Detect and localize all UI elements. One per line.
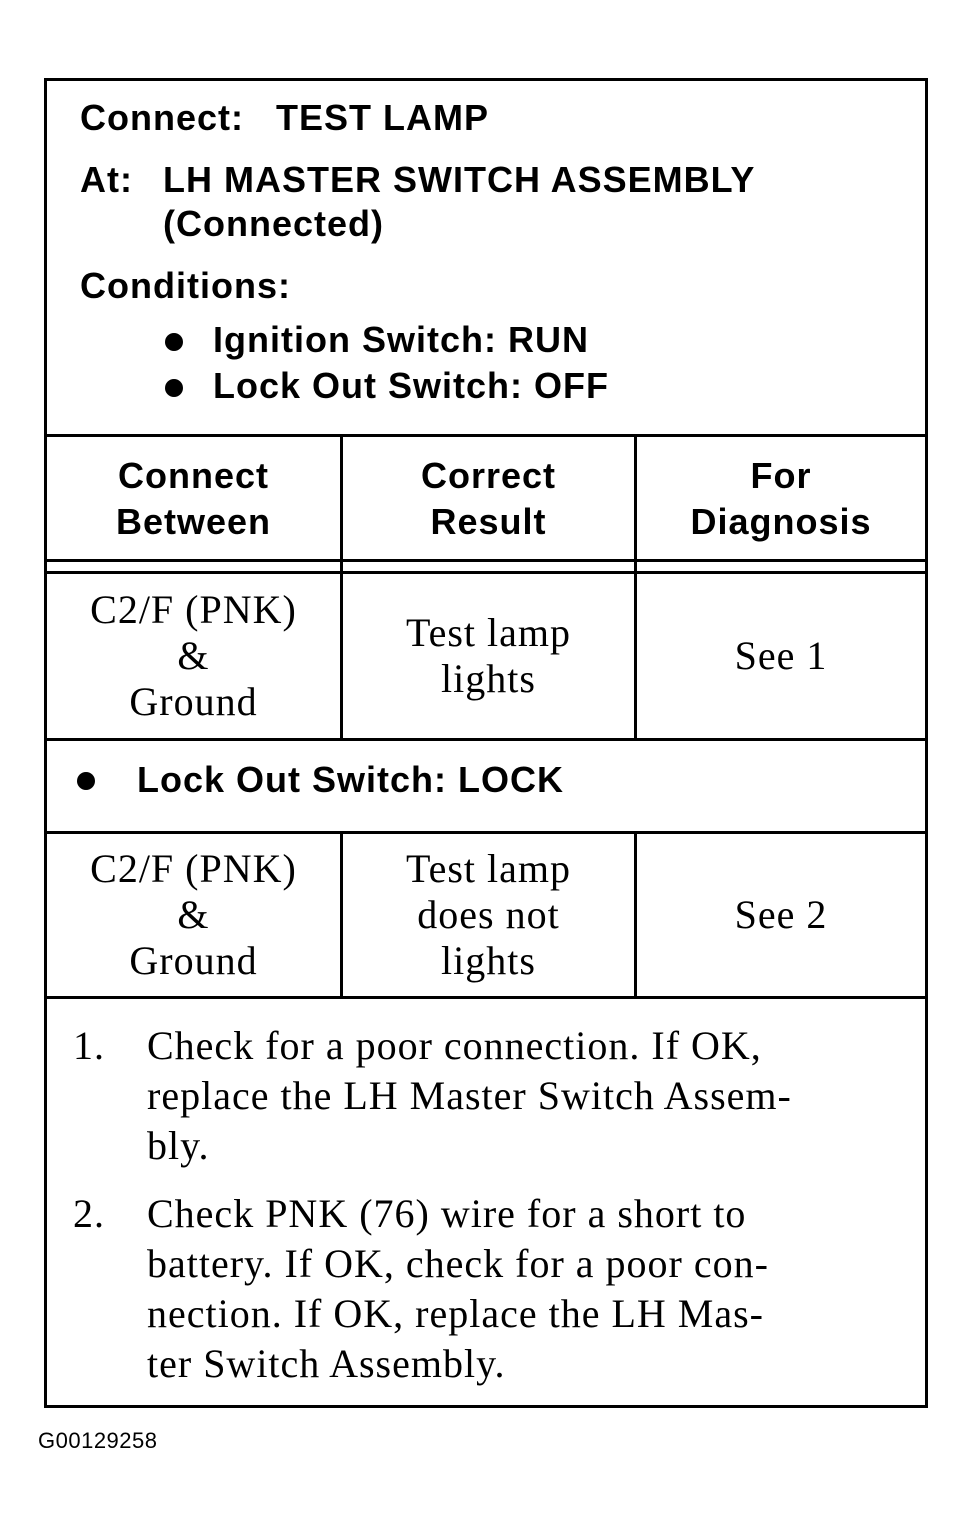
note-line: battery. If OK, check for a poor con-	[147, 1241, 769, 1286]
note-line: Check for a poor connection. If OK,	[147, 1023, 762, 1068]
bullet-icon	[165, 379, 183, 397]
correct-result-cell: Test lamp lights	[343, 574, 634, 738]
cell-line: See 2	[734, 892, 828, 937]
column-header-line: Connect	[117, 455, 269, 496]
table-header-row: Connect Between Correct Result For Diagn…	[47, 437, 925, 561]
divider	[634, 437, 637, 561]
note-line: replace the LH Master Switch Assem-	[147, 1073, 792, 1118]
diagnostic-table: Connect: TEST LAMP At: LH MASTER SWITCH …	[44, 78, 928, 1408]
test-header: Connect: TEST LAMP At: LH MASTER SWITCH …	[47, 81, 925, 437]
column-header-line: For	[750, 455, 812, 496]
note-text: Check for a poor connection. If OK, repl…	[147, 1021, 887, 1171]
column-header-result: Correct Result	[343, 437, 634, 561]
note-text: Check PNK (76) wire for a short to batte…	[147, 1189, 887, 1389]
table-row: C2/F (PNK) & Ground Test lamp lights See…	[47, 574, 925, 738]
divider	[634, 834, 637, 996]
diagnosis-cell: See 2	[637, 834, 925, 996]
at-value-line2: (Connected)	[163, 203, 384, 244]
connect-label: Connect:	[80, 97, 244, 138]
connect-between-cell: C2/F (PNK) & Ground	[47, 834, 340, 996]
column-header-connect: Connect Between	[47, 437, 340, 561]
condition-row: Lock Out Switch: LOCK	[47, 741, 925, 831]
condition-row-text: Lock Out Switch: LOCK	[137, 759, 565, 800]
note-line: nection. If OK, replace the LH Mas-	[147, 1291, 764, 1336]
column-header-line: Result	[430, 501, 547, 542]
divider	[47, 571, 925, 574]
column-header-diagnosis: For Diagnosis	[637, 437, 925, 561]
note-number: 2.	[73, 1191, 105, 1236]
divider	[47, 738, 925, 741]
cell-line: does not	[417, 892, 560, 937]
cell-line: &	[177, 892, 210, 937]
figure-id: G00129258	[38, 1428, 158, 1453]
correct-result-cell: Test lamp does not lights	[343, 834, 634, 996]
cell-line: Test lamp	[405, 610, 572, 655]
cell-line: lights	[441, 938, 536, 983]
divider	[47, 559, 925, 562]
divider	[634, 574, 637, 738]
diagnosis-cell: See 1	[637, 574, 925, 738]
cell-line: &	[177, 633, 210, 678]
note-number: 1.	[73, 1023, 105, 1068]
divider	[340, 437, 343, 561]
divider	[340, 834, 343, 996]
bullet-icon	[165, 333, 183, 351]
connect-line: Connect: TEST LAMP	[80, 97, 489, 139]
table-row: C2/F (PNK) & Ground Test lamp does not l…	[47, 834, 925, 996]
conditions-label: Conditions:	[80, 265, 291, 306]
column-header-line: Diagnosis	[690, 501, 872, 542]
cell-line: Ground	[129, 679, 258, 724]
note-line: Check PNK (76) wire for a short to	[147, 1191, 747, 1236]
cell-line: Ground	[129, 938, 258, 983]
divider	[340, 574, 343, 738]
bullet-icon	[77, 772, 95, 790]
divider	[340, 559, 343, 574]
cell-line: Test lamp	[405, 846, 572, 891]
cell-line: C2/F (PNK)	[90, 846, 297, 891]
divider	[47, 831, 925, 834]
cell-line: See 1	[734, 633, 828, 678]
column-header-line: Correct	[420, 455, 557, 496]
cell-line: lights	[441, 656, 536, 701]
condition-item: Ignition Switch: RUN	[213, 319, 589, 360]
divider	[47, 996, 925, 999]
connect-between-cell: C2/F (PNK) & Ground	[47, 574, 340, 738]
cell-line: C2/F (PNK)	[90, 587, 297, 632]
connect-value: TEST LAMP	[276, 97, 490, 138]
at-label: At:	[80, 159, 133, 200]
at-value-line1: LH MASTER SWITCH ASSEMBLY	[163, 159, 756, 200]
column-header-line: Between	[115, 501, 272, 542]
condition-item: Lock Out Switch: OFF	[213, 365, 609, 406]
note-line: bly.	[147, 1123, 210, 1168]
note-line: ter Switch Assembly.	[147, 1341, 506, 1386]
divider	[634, 559, 637, 574]
